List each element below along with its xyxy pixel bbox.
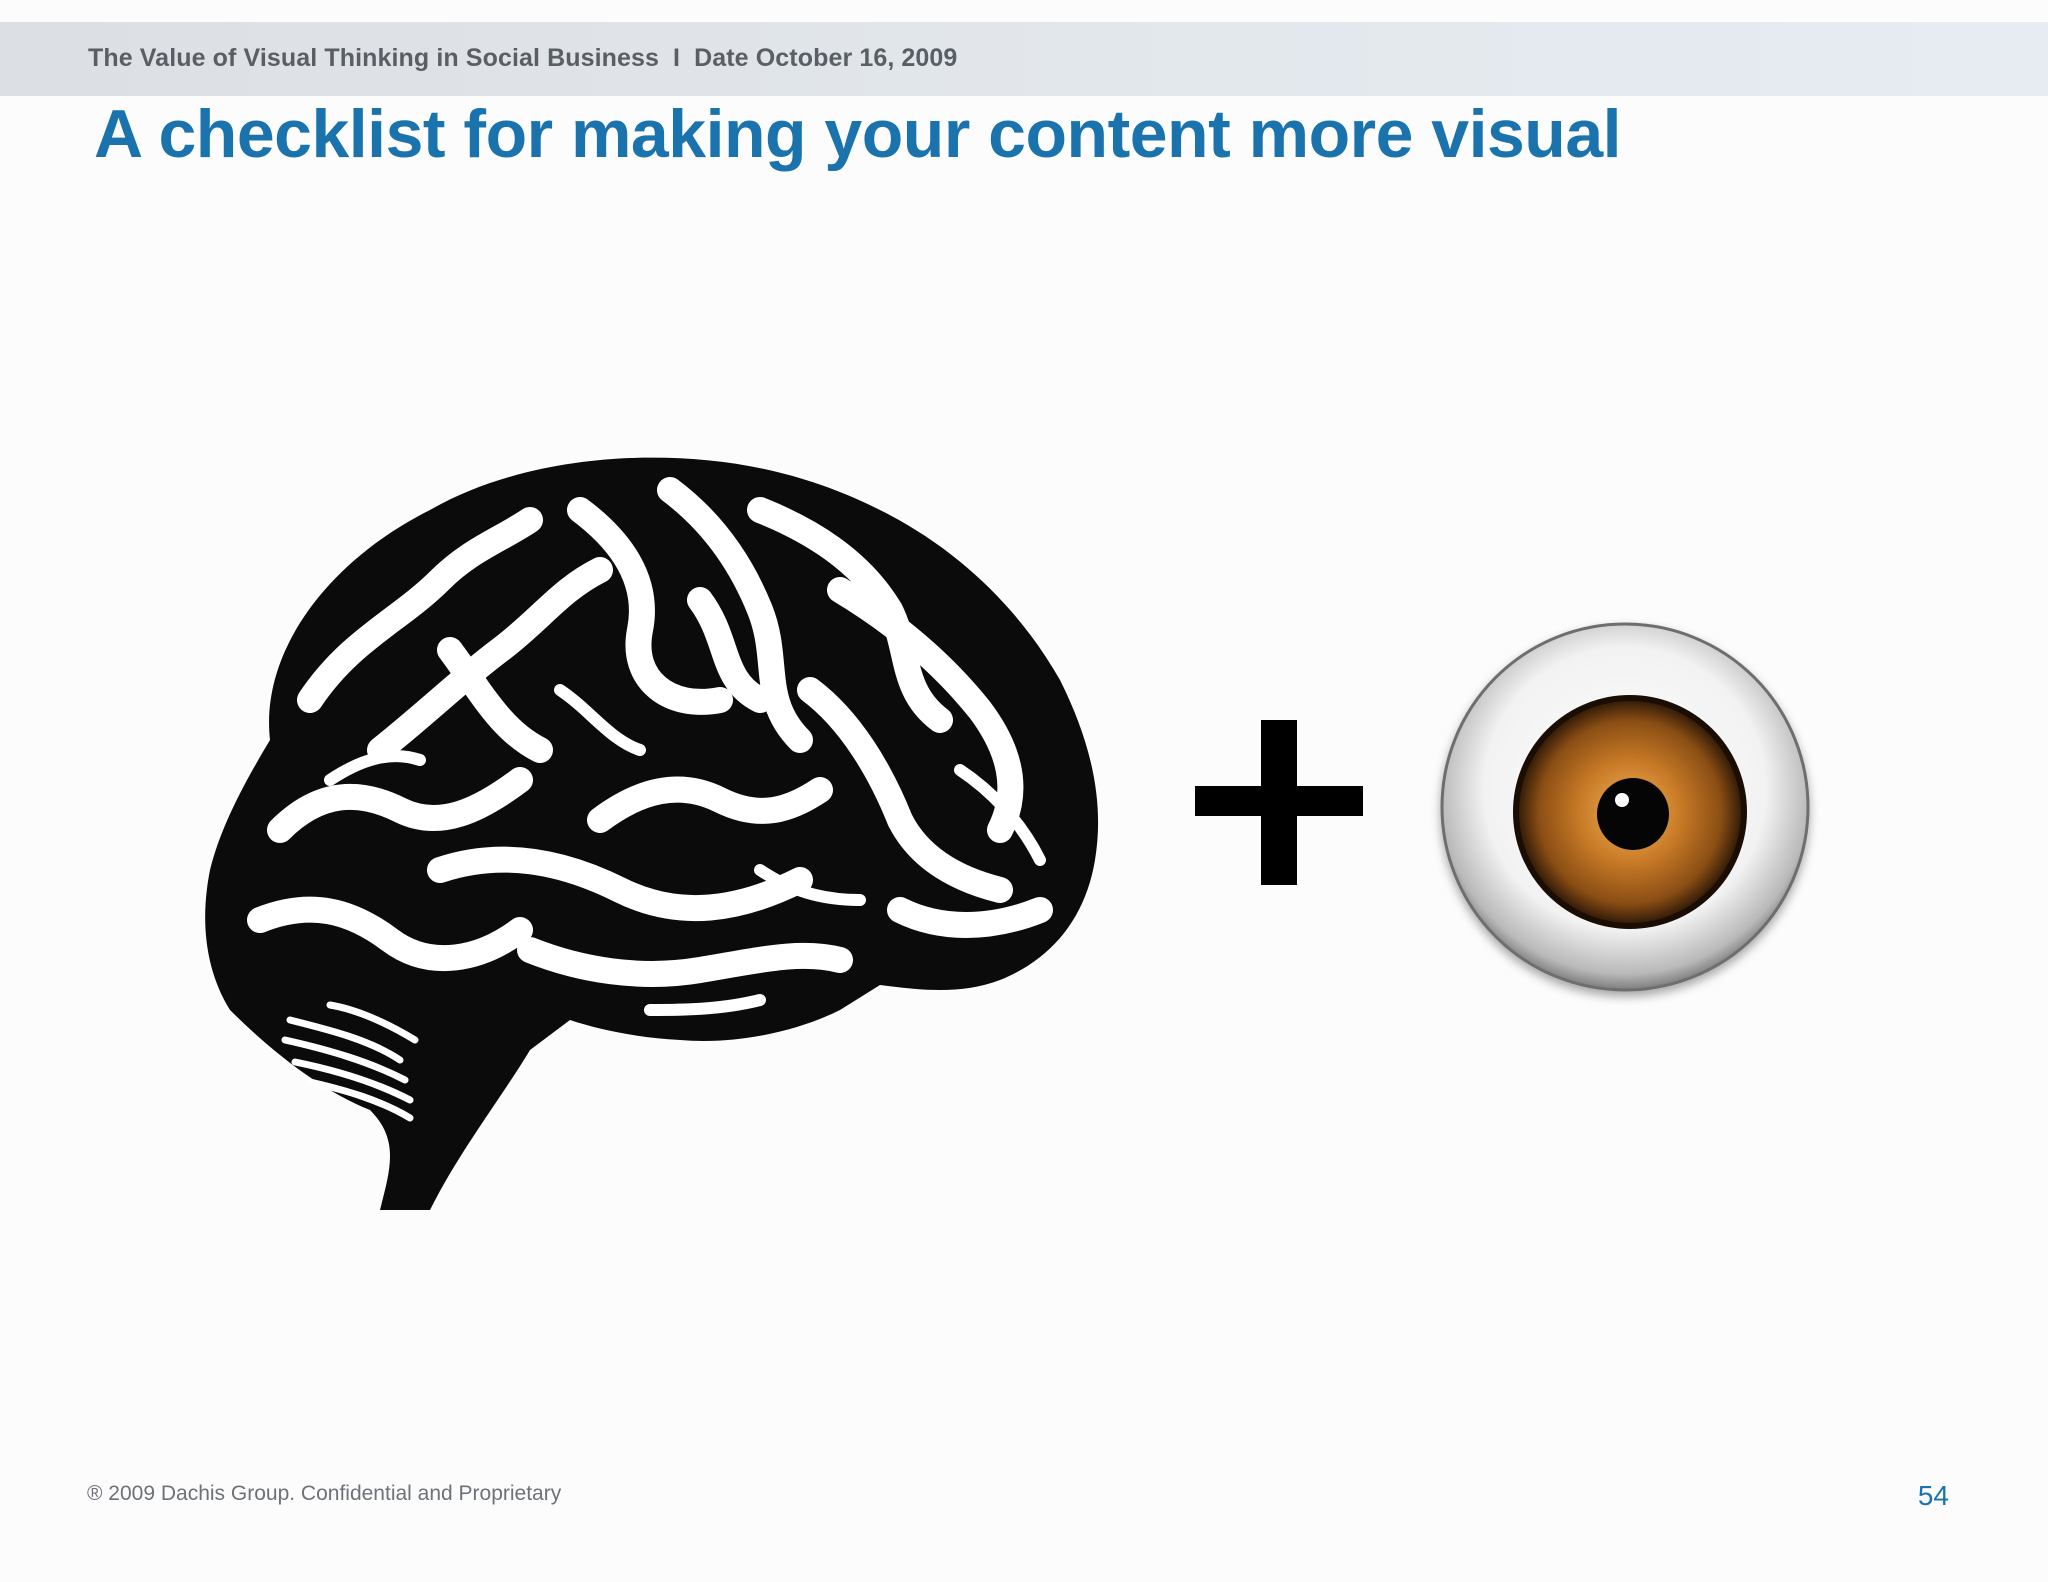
footer-copyright: ® 2009 Dachis Group. Confidential and Pr… xyxy=(87,1482,562,1505)
deck-date: Date October 16, 2009 xyxy=(694,44,958,72)
plus-icon xyxy=(1195,720,1363,885)
eye-icon xyxy=(1440,622,1810,992)
deck-header: The Value of Visual Thinking in Social B… xyxy=(88,44,957,73)
header-separator: I xyxy=(673,44,681,72)
header-band xyxy=(0,22,2048,96)
page-number: 54 xyxy=(1917,1480,1949,1511)
deck-title: The Value of Visual Thinking in Social B… xyxy=(88,44,660,72)
brain-icon xyxy=(205,457,1099,1210)
slide-title: A checklist for making your content more… xyxy=(94,96,1622,172)
